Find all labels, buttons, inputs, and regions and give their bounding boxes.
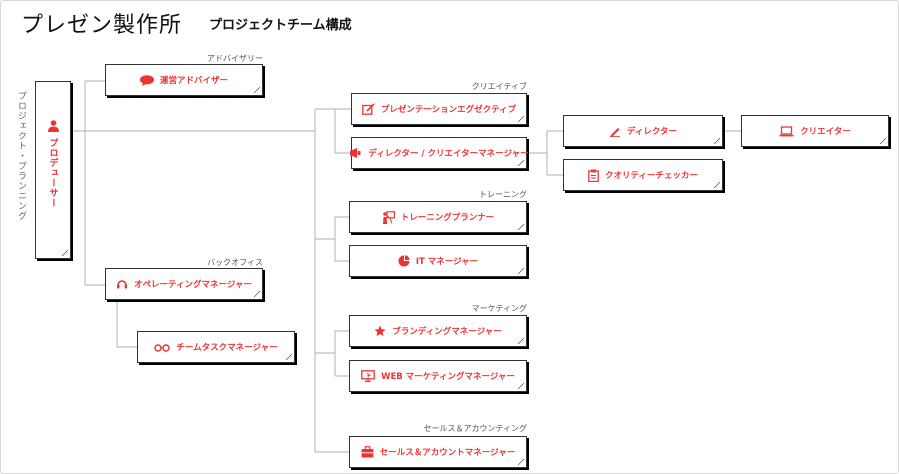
briefcase-icon — [361, 446, 374, 458]
role-label: ディレクター — [626, 127, 678, 137]
role-label: 運営アドバイザー — [159, 76, 228, 86]
role-sales-account-manager[interactable]: セールス＆アカウントマネージャー — [349, 436, 527, 468]
role-team-task-manager[interactable]: チームタスクマネージャー — [137, 331, 295, 363]
role-label: クオリティーチェッカー — [605, 171, 698, 181]
role-creator[interactable]: クリエイター — [741, 115, 889, 147]
pencil-icon — [609, 128, 620, 137]
role-label: プレゼンテーションエグゼクティブ — [380, 105, 517, 115]
presenter-icon — [382, 210, 395, 224]
role-producer[interactable]: プロデューサー — [35, 81, 71, 259]
group-label-advisory: アドバイザリー — [207, 54, 263, 63]
role-it-manager[interactable]: IT マネージャー — [349, 245, 527, 277]
role-label: トレーニングプランナー — [400, 213, 495, 223]
pie-chart-icon — [398, 255, 410, 267]
monitor-icon — [361, 370, 375, 382]
role-web-marketing-manager[interactable]: WEB マーケティングマネージャー — [349, 360, 527, 392]
group-label-sales: セールス＆アカウンティング — [423, 424, 527, 433]
role-training-planner[interactable]: トレーニングプランナー — [349, 201, 527, 233]
role-presentation-executive[interactable]: プレゼンテーションエグゼクティブ — [351, 93, 527, 125]
role-label: IT マネージャー — [415, 257, 479, 267]
role-label: WEB マーケティングマネージャー — [381, 372, 515, 382]
role-quality-checker[interactable]: クオリティーチェッカー — [563, 159, 723, 191]
role-label: セールス＆アカウントマネージャー — [379, 448, 516, 458]
role-label: クリエイター — [800, 127, 851, 137]
group-label-creative: クリエイティブ — [471, 82, 527, 91]
headset-icon — [117, 280, 128, 289]
role-operating-manager[interactable]: オペレーティングマネージャー — [105, 268, 263, 300]
role-label: オペレーティングマネージャー — [134, 280, 252, 290]
speech-bubble-icon — [139, 74, 154, 86]
role-label: プロデューサー — [47, 138, 58, 208]
role-director[interactable]: ディレクター — [563, 115, 723, 147]
role-advisor[interactable]: 運営アドバイザー — [105, 64, 263, 96]
side-label: プロジェクト・プランニング — [16, 91, 26, 221]
group-label-marketing: マーケティング — [471, 304, 527, 313]
star-icon — [374, 325, 386, 337]
group-label-training: トレーニング — [479, 190, 527, 199]
role-director-creator-manager[interactable]: ディレクター / クリエイターマネージャー — [350, 137, 529, 169]
megaphone-icon — [350, 148, 361, 158]
page-title: プロジェクトチーム構成 — [209, 18, 352, 33]
brand-logo: プレゼン製作所 — [21, 13, 183, 38]
laptop-icon — [779, 125, 794, 136]
role-label: ブランディングマネージャー — [392, 327, 502, 337]
person-icon — [47, 120, 59, 132]
role-label: チームタスクマネージャー — [176, 343, 278, 353]
edit-square-icon — [361, 103, 375, 115]
role-branding-manager[interactable]: ブランディングマネージャー — [349, 315, 527, 347]
role-label: ディレクター / クリエイターマネージャー — [368, 149, 529, 159]
group-label-back-office: バックオフィス — [207, 258, 263, 267]
clipboard-icon — [588, 169, 599, 182]
glasses-icon — [154, 343, 171, 352]
